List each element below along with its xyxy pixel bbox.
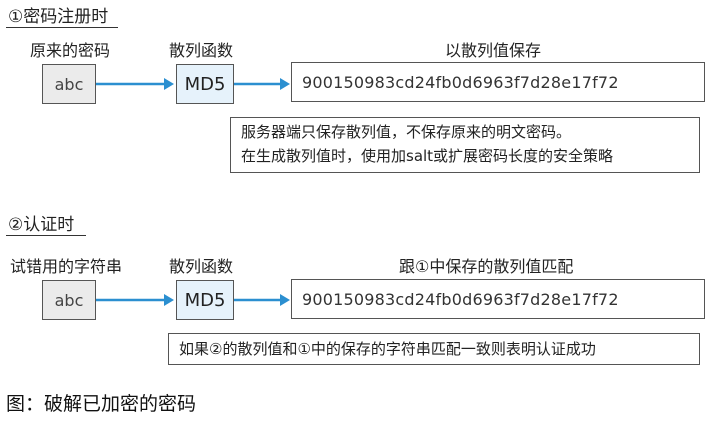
section1-note: 服务器端只保存散列值，不保存原来的明文密码。 在生成散列值时，使用加salt或扩…	[230, 117, 700, 173]
section2-input-box: abc	[42, 280, 96, 320]
section2-label-original: 试错用的字符串	[10, 257, 123, 276]
section1-input-box: abc	[42, 64, 96, 104]
section1-note-line2: 在生成散列值时，使用加salt或扩展密码长度的安全策略	[241, 147, 614, 165]
section2-md5-box: MD5	[176, 280, 234, 320]
section2-label-saved: 跟①中保存的散列值匹配	[399, 257, 574, 276]
figure-caption: 图：破解已加密的密码	[6, 393, 197, 415]
section1-underline	[6, 27, 118, 28]
section1-note-line1: 服务器端只保存散列值，不保存原来的明文密码。	[241, 123, 572, 141]
section1-label-hash-func: 散列函数	[169, 41, 234, 60]
section1-title: ①密码注册时	[8, 7, 109, 27]
section2-note: 如果②的散列值和①中的保存的字符串匹配一致则表明认证成功	[168, 333, 700, 365]
section1-label-saved: 以散列值保存	[445, 41, 542, 60]
section2-arrow-1	[96, 294, 174, 306]
section2-title: ②认证时	[8, 215, 75, 235]
section1-arrow-2	[234, 78, 290, 90]
section2-label-hash-func: 散列函数	[169, 257, 234, 276]
section2-hash-box: 900150983cd24fb0d6963f7d28e17f72	[291, 279, 705, 319]
section1-arrow-1	[96, 78, 174, 90]
section1-hash-box: 900150983cd24fb0d6963f7d28e17f72	[291, 62, 705, 102]
section1-md5-box: MD5	[176, 64, 234, 104]
section1-label-original: 原来的密码	[30, 41, 111, 60]
section2-underline	[6, 235, 86, 236]
section2-arrow-2	[234, 294, 290, 306]
